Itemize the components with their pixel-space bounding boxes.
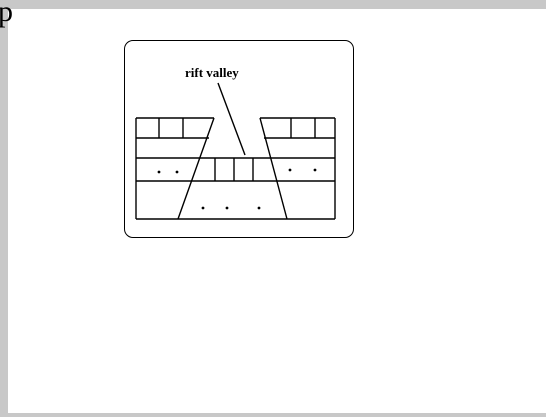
document-page: p (8, 9, 546, 413)
rift-valley-leader-line (218, 83, 245, 155)
right-rock-block (260, 118, 335, 219)
rift-valley-label: rift valley (185, 65, 239, 80)
left-rock-block (136, 118, 214, 219)
rift-valley-diagram: rift valley (8, 9, 546, 413)
right-fault-line (260, 118, 287, 219)
sandstone-dots (158, 169, 317, 210)
central-sunken-block (178, 158, 287, 219)
